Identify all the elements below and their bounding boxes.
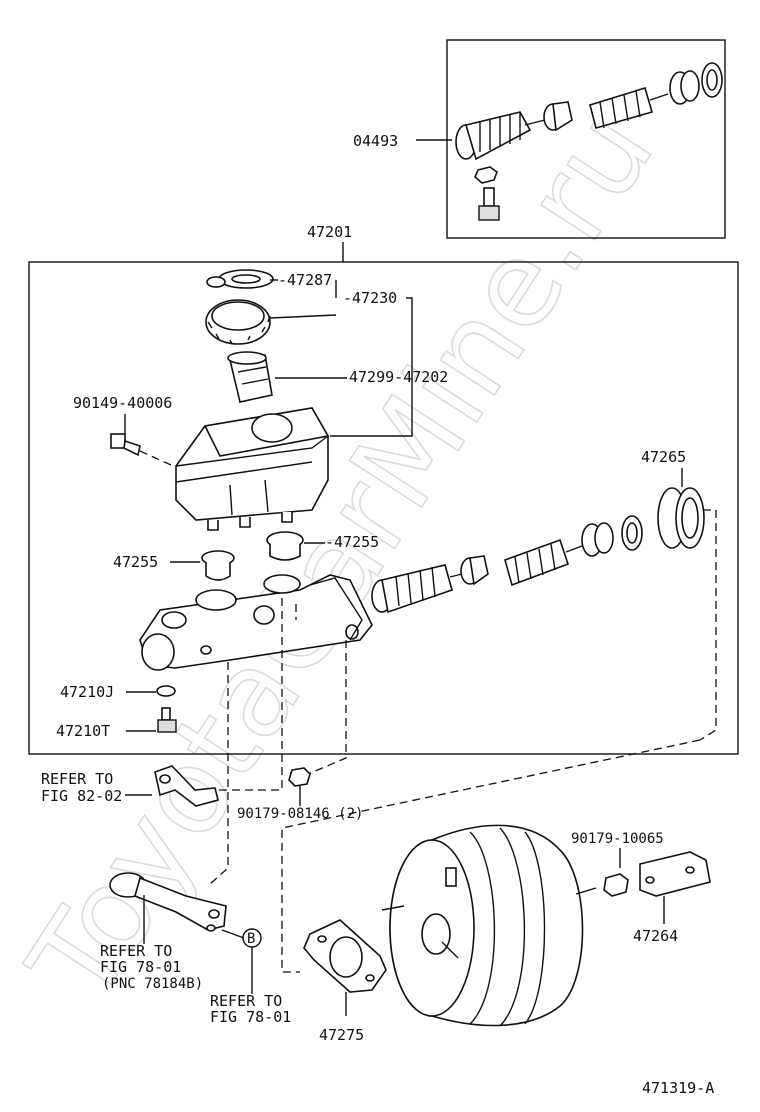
label-47287: -47287 [278,271,332,289]
label-fig-82-02: FIG 82-02 [41,787,122,805]
master-cylinder-group-box [28,261,739,755]
bleeder-plug-47210T [157,707,177,733]
repair-kit-inset [416,39,726,239]
master-cylinder-body [139,574,373,671]
pedal-bracket-78184B [109,872,227,932]
reservoir-screw [110,433,141,457]
label-fig-78-01-a: FIG 78-01 [100,958,181,976]
label-47210J: 47210J [60,683,114,701]
label-circle-B: B [247,931,255,947]
nut-90179-10065 [603,873,629,897]
nut-90179-08146 [288,767,311,787]
cylinder-seal [657,487,705,549]
grommet-left [201,550,235,581]
brake-booster [381,824,597,1027]
label-90179-08146: 90179-08146 (2) [237,806,363,822]
label-pnc-78184B: (PNC 78184B) [102,976,203,992]
cap-gasket [206,269,274,289]
label-refer-to-1: REFER TO [41,770,113,788]
kit-bleeder-plug [474,166,500,221]
label-47255-right: -47255 [325,533,379,551]
grommet-right [266,531,304,561]
label-90149-40006: 90149-40006 [73,394,172,412]
washer-47210J [156,685,176,697]
label-fig-78-01-b: FIG 78-01 [210,1008,291,1026]
booster-gasket-47275 [303,919,387,993]
label-47230: -47230 [343,289,397,307]
label-47264: 47264 [633,927,678,945]
label-47255-left: 47255 [113,553,158,571]
booster-bracket-47264 [639,851,711,897]
label-47201: 47201 [307,223,352,241]
label-47299-47202: 47299-47202 [349,368,448,386]
label-47275: 47275 [319,1026,364,1044]
reservoir-cap [205,299,271,345]
bracket-82-02 [154,765,219,807]
piston-primary [371,555,489,614]
label-refer-to-3: REFER TO [210,992,282,1010]
label-refer-to-2: REFER TO [100,942,172,960]
reservoir-strainer [227,351,273,403]
label-47265: 47265 [641,448,686,466]
label-04493: 04493 [353,132,398,150]
label-47210T: 47210T [56,722,110,740]
kit-piston-assembly [455,62,723,161]
brake-fluid-reservoir [175,407,330,531]
piston-secondary [504,515,643,587]
label-90179-10065: 90179-10065 [571,831,664,847]
figure-id: 471319-A [642,1079,714,1097]
